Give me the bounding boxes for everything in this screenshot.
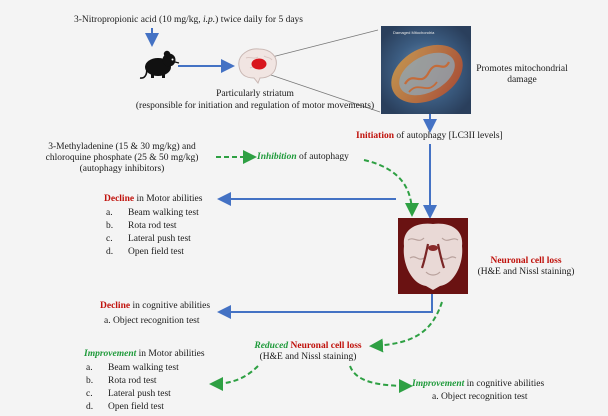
- initiation-bold: Initiation: [356, 131, 394, 141]
- cognitive-improvement-heading: Improvement in cognitive abilities: [412, 379, 544, 390]
- motor-improvement-bold: Improvement: [84, 349, 136, 359]
- inhibitors-text: 3-Methyladenine (15 & 30 mg/kg) and chlo…: [30, 142, 214, 175]
- striatum-line2: (responsible for initiation and regulati…: [105, 101, 405, 112]
- mito-line1: Promotes mitochondrial: [472, 64, 572, 75]
- cell-loss-staining: (H&E and Nissl staining): [466, 267, 586, 278]
- brain-section-image: [398, 218, 468, 294]
- cognitive-decline-item: a. Object recognition test: [104, 316, 200, 327]
- arrow-reduced-to-motor-improvement: [212, 366, 258, 384]
- reduced-loss-staining: (H&E and Nissl staining): [242, 352, 374, 363]
- cognitive-improvement-bold: Improvement: [412, 379, 464, 389]
- cognitive-decline-heading: Decline in cognitive abilities: [100, 301, 210, 312]
- cognitive-improvement-rest: in cognitive abilities: [464, 379, 544, 389]
- motor-improvement-rest: in Motor abilities: [136, 349, 204, 359]
- zoom-line-top: [268, 30, 378, 58]
- mitochondria-image: Damaged Mitochondria: [381, 26, 471, 114]
- arrow-cellloss-to-cognitive-decline: [220, 292, 432, 312]
- reduced-loss-green: Reduced: [254, 341, 288, 351]
- mito-image-caption: Damaged Mitochondria: [393, 30, 435, 35]
- inhibitors-line2: chloroquine phosphate (25 & 50 mg/kg): [30, 153, 214, 164]
- inhibitors-line1: 3-Methyladenine (15 & 30 mg/kg) and: [30, 142, 214, 153]
- cognitive-decline-bold: Decline: [100, 301, 130, 311]
- list-item: b.Rota rod test: [106, 220, 199, 233]
- list-item: a.Beam walking test: [86, 362, 179, 375]
- mito-text: Promotes mitochondrial damage: [472, 64, 572, 86]
- motor-improvement-heading: Improvement in Motor abilities: [84, 349, 205, 360]
- reduced-loss-text: Reduced Neuronal cell loss (H&E and Niss…: [242, 341, 374, 363]
- brain-icon: [234, 46, 280, 84]
- arrow-reduced-to-cognitive-improvement: [350, 366, 410, 386]
- arrow-inhibition-to-cellloss: [364, 160, 412, 214]
- protocol-drug: 3-Nitropropionic acid (10 mg/kg,: [74, 15, 201, 25]
- motor-decline-bold: Decline: [104, 194, 134, 204]
- initiation-text: Initiation of autophagy [LC3II levels]: [356, 131, 503, 142]
- mito-line2: damage: [472, 75, 572, 86]
- list-item: d.Open field test: [86, 401, 179, 414]
- cell-loss-text: Neuronal cell loss (H&E and Nissl staini…: [466, 256, 586, 278]
- reduced-loss-red: Neuronal cell loss: [288, 341, 361, 351]
- cell-loss-title: Neuronal cell loss: [466, 256, 586, 267]
- cognitive-improvement-item: a. Object recognition test: [432, 392, 528, 403]
- list-item: c.Lateral push test: [86, 388, 179, 401]
- protocol-text: 3-Nitropropionic acid (10 mg/kg, i.p.) t…: [74, 15, 303, 26]
- mouse-icon: [136, 48, 180, 82]
- list-item: c.Lateral push test: [106, 233, 199, 246]
- inhibition-bold: Inhibition: [257, 152, 297, 162]
- protocol-schedule: ) twice daily for 5 days: [215, 15, 303, 25]
- motor-decline-list: a.Beam walking test b.Rota rod test c.La…: [106, 207, 199, 259]
- striatum-line1: Particularly striatum: [195, 89, 315, 100]
- motor-decline-rest: in Motor abilities: [134, 194, 202, 204]
- motor-decline-heading: Decline in Motor abilities: [104, 194, 202, 205]
- cognitive-decline-rest: in cognitive abilities: [130, 301, 210, 311]
- inhibitors-line3: (autophagy inhibitors): [30, 164, 214, 175]
- inhibition-text: Inhibition of autophagy: [257, 152, 349, 163]
- inhibition-rest: of autophagy: [297, 152, 349, 162]
- motor-improvement-list: a.Beam walking test b.Rota rod test c.La…: [86, 362, 179, 414]
- list-item: d.Open field test: [106, 246, 199, 259]
- protocol-route: i.p.: [203, 15, 215, 25]
- initiation-rest: of autophagy [LC3II levels]: [394, 131, 503, 141]
- list-item: b.Rota rod test: [86, 375, 179, 388]
- list-item: a.Beam walking test: [106, 207, 199, 220]
